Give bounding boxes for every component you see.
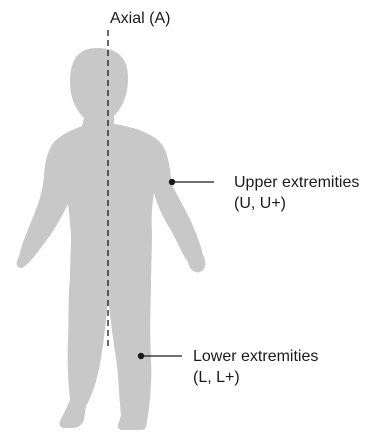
upper-extremities-codes: (U, U+)	[234, 193, 359, 214]
lower-extremities-label: Lower extremities (L, L+)	[193, 346, 318, 388]
upper-extremities-title: Upper extremities	[234, 172, 359, 193]
axial-label: Axial (A)	[110, 8, 170, 29]
child-silhouette	[17, 48, 206, 430]
lower-extremities-title: Lower extremities	[193, 346, 318, 367]
upper-extremities-label: Upper extremities (U, U+)	[234, 172, 359, 214]
lower-extremities-codes: (L, L+)	[193, 367, 318, 388]
